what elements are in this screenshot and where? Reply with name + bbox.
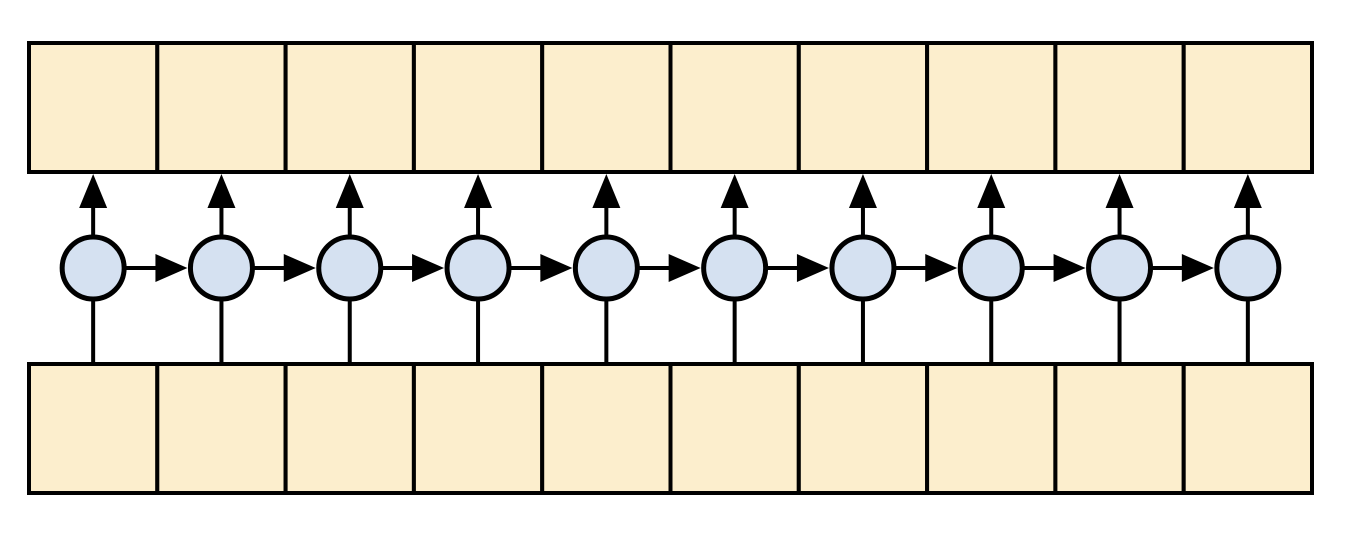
bottom-cell [540,362,673,495]
right-arrowhead-icon [540,254,573,282]
up-arrowhead-icon [592,174,621,208]
top-cell [411,41,545,174]
state-node [957,234,1025,302]
right-arrowhead-icon [412,254,445,282]
state-node [1214,234,1282,302]
right-arrowhead-icon [796,254,829,282]
state-node [829,234,897,302]
bottom-cell [925,362,1058,495]
state-node [572,234,640,302]
bottom-cell [1053,362,1186,495]
top-cell [27,41,160,174]
state-node [444,234,512,302]
top-cell [540,41,673,174]
up-arrowhead-icon [207,174,236,208]
bottom-cell [27,362,160,495]
bottom-cell [796,362,930,495]
top-cell [925,41,1058,174]
up-arrowhead-icon [464,174,493,208]
up-arrowhead-icon [335,174,364,208]
up-arrowhead-icon [848,174,877,208]
bottom-cell [1181,362,1314,495]
right-arrowhead-icon [155,254,188,282]
right-arrowhead-icon [925,254,958,282]
right-arrowhead-icon [668,254,701,282]
up-arrowhead-icon [977,174,1006,208]
up-arrowhead-icon [1233,174,1262,208]
bottom-cell [668,362,801,495]
top-cell [1181,41,1314,174]
right-arrowhead-icon [1053,254,1086,282]
up-arrowhead-icon [1105,174,1134,208]
right-arrowhead-icon [1181,254,1214,282]
top-cell [1053,41,1186,174]
bottom-cell [155,362,288,495]
state-node [1086,234,1154,302]
up-arrowhead-icon [720,174,749,208]
state-node [187,234,255,302]
bottom-cell [283,362,416,495]
up-arrowhead-icon [79,174,108,208]
state-node [316,234,384,302]
right-arrowhead-icon [283,254,316,282]
bottom-cell [411,362,545,495]
top-cell [668,41,801,174]
state-node [59,234,127,302]
top-cell [283,41,416,174]
state-node [701,234,769,302]
top-cell [155,41,288,174]
top-cell [796,41,930,174]
